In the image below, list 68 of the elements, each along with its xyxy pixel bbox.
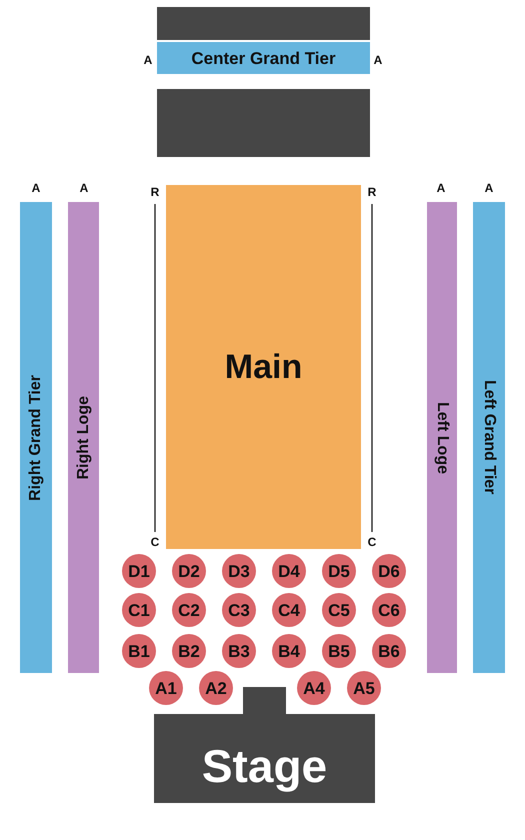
seat-table xyxy=(172,593,206,627)
seat-table xyxy=(297,671,331,705)
row-letter: A xyxy=(32,182,40,194)
center-grand-tier-section xyxy=(157,42,370,74)
seat-label: B5 xyxy=(328,642,350,660)
row-letter: A xyxy=(436,182,446,194)
section-label: Center Grand Tier xyxy=(191,50,336,66)
seat-table xyxy=(172,554,206,588)
right-loge-section xyxy=(68,202,99,673)
seat-label: D5 xyxy=(328,562,350,580)
seat-label: D3 xyxy=(228,562,250,580)
seat-table xyxy=(322,634,356,668)
seat-label: B6 xyxy=(378,642,400,660)
section-label: Right Loge xyxy=(76,396,92,480)
row-letter: C xyxy=(150,536,160,548)
dark-block xyxy=(157,89,370,157)
row-letter: C xyxy=(368,536,376,548)
seat-table xyxy=(272,593,306,627)
seat-table xyxy=(372,554,406,588)
seat-label: B3 xyxy=(228,642,250,660)
seat-label: A4 xyxy=(303,680,325,696)
seat-table xyxy=(199,671,233,705)
seat-label: C1 xyxy=(128,602,150,618)
section-label: Left Grand Tier xyxy=(481,380,497,495)
seat-label: C2 xyxy=(178,602,200,618)
seat-label: C6 xyxy=(378,602,400,618)
seat-label: B2 xyxy=(178,642,200,660)
section-label: Main xyxy=(224,350,302,384)
row-letter: R xyxy=(150,186,160,198)
seat-label: A5 xyxy=(353,680,375,696)
left-loge-section xyxy=(427,202,457,673)
seat-table xyxy=(222,593,256,627)
seat-label: A2 xyxy=(205,680,227,696)
seat-table xyxy=(322,554,356,588)
seat-label: D1 xyxy=(128,562,150,580)
seat-table xyxy=(122,554,156,588)
row-letter: A xyxy=(374,54,382,66)
dark-block xyxy=(157,7,370,40)
seat-label: C5 xyxy=(328,602,350,618)
seat-table xyxy=(122,634,156,668)
seat-table xyxy=(172,634,206,668)
seat-table xyxy=(347,671,381,705)
seat-table xyxy=(372,593,406,627)
section-label: Right Grand Tier xyxy=(28,374,44,500)
seat-table xyxy=(222,634,256,668)
seat-label: A1 xyxy=(155,680,177,696)
seat-label: C3 xyxy=(228,602,250,618)
row-letter: A xyxy=(144,54,152,66)
seat-table xyxy=(272,634,306,668)
seat-label: D6 xyxy=(378,562,400,580)
row-letter: A xyxy=(484,182,494,194)
seat-table xyxy=(122,593,156,627)
main-section xyxy=(166,185,361,549)
seat-table xyxy=(222,554,256,588)
right-grand-tier-section xyxy=(20,202,52,673)
section-label: Left Loge xyxy=(434,402,450,474)
seat-table xyxy=(272,554,306,588)
seat-label: B4 xyxy=(278,642,300,660)
seat-label: D4 xyxy=(278,562,300,580)
seat-table xyxy=(372,634,406,668)
left-grand-tier-section xyxy=(473,202,505,673)
seat-table xyxy=(149,671,183,705)
seat-label: B1 xyxy=(128,642,150,660)
seat-label: C4 xyxy=(278,602,300,618)
seat-table xyxy=(322,593,356,627)
row-letter: R xyxy=(368,186,376,198)
row-letter: A xyxy=(80,182,88,194)
seat-label: D2 xyxy=(178,562,200,580)
